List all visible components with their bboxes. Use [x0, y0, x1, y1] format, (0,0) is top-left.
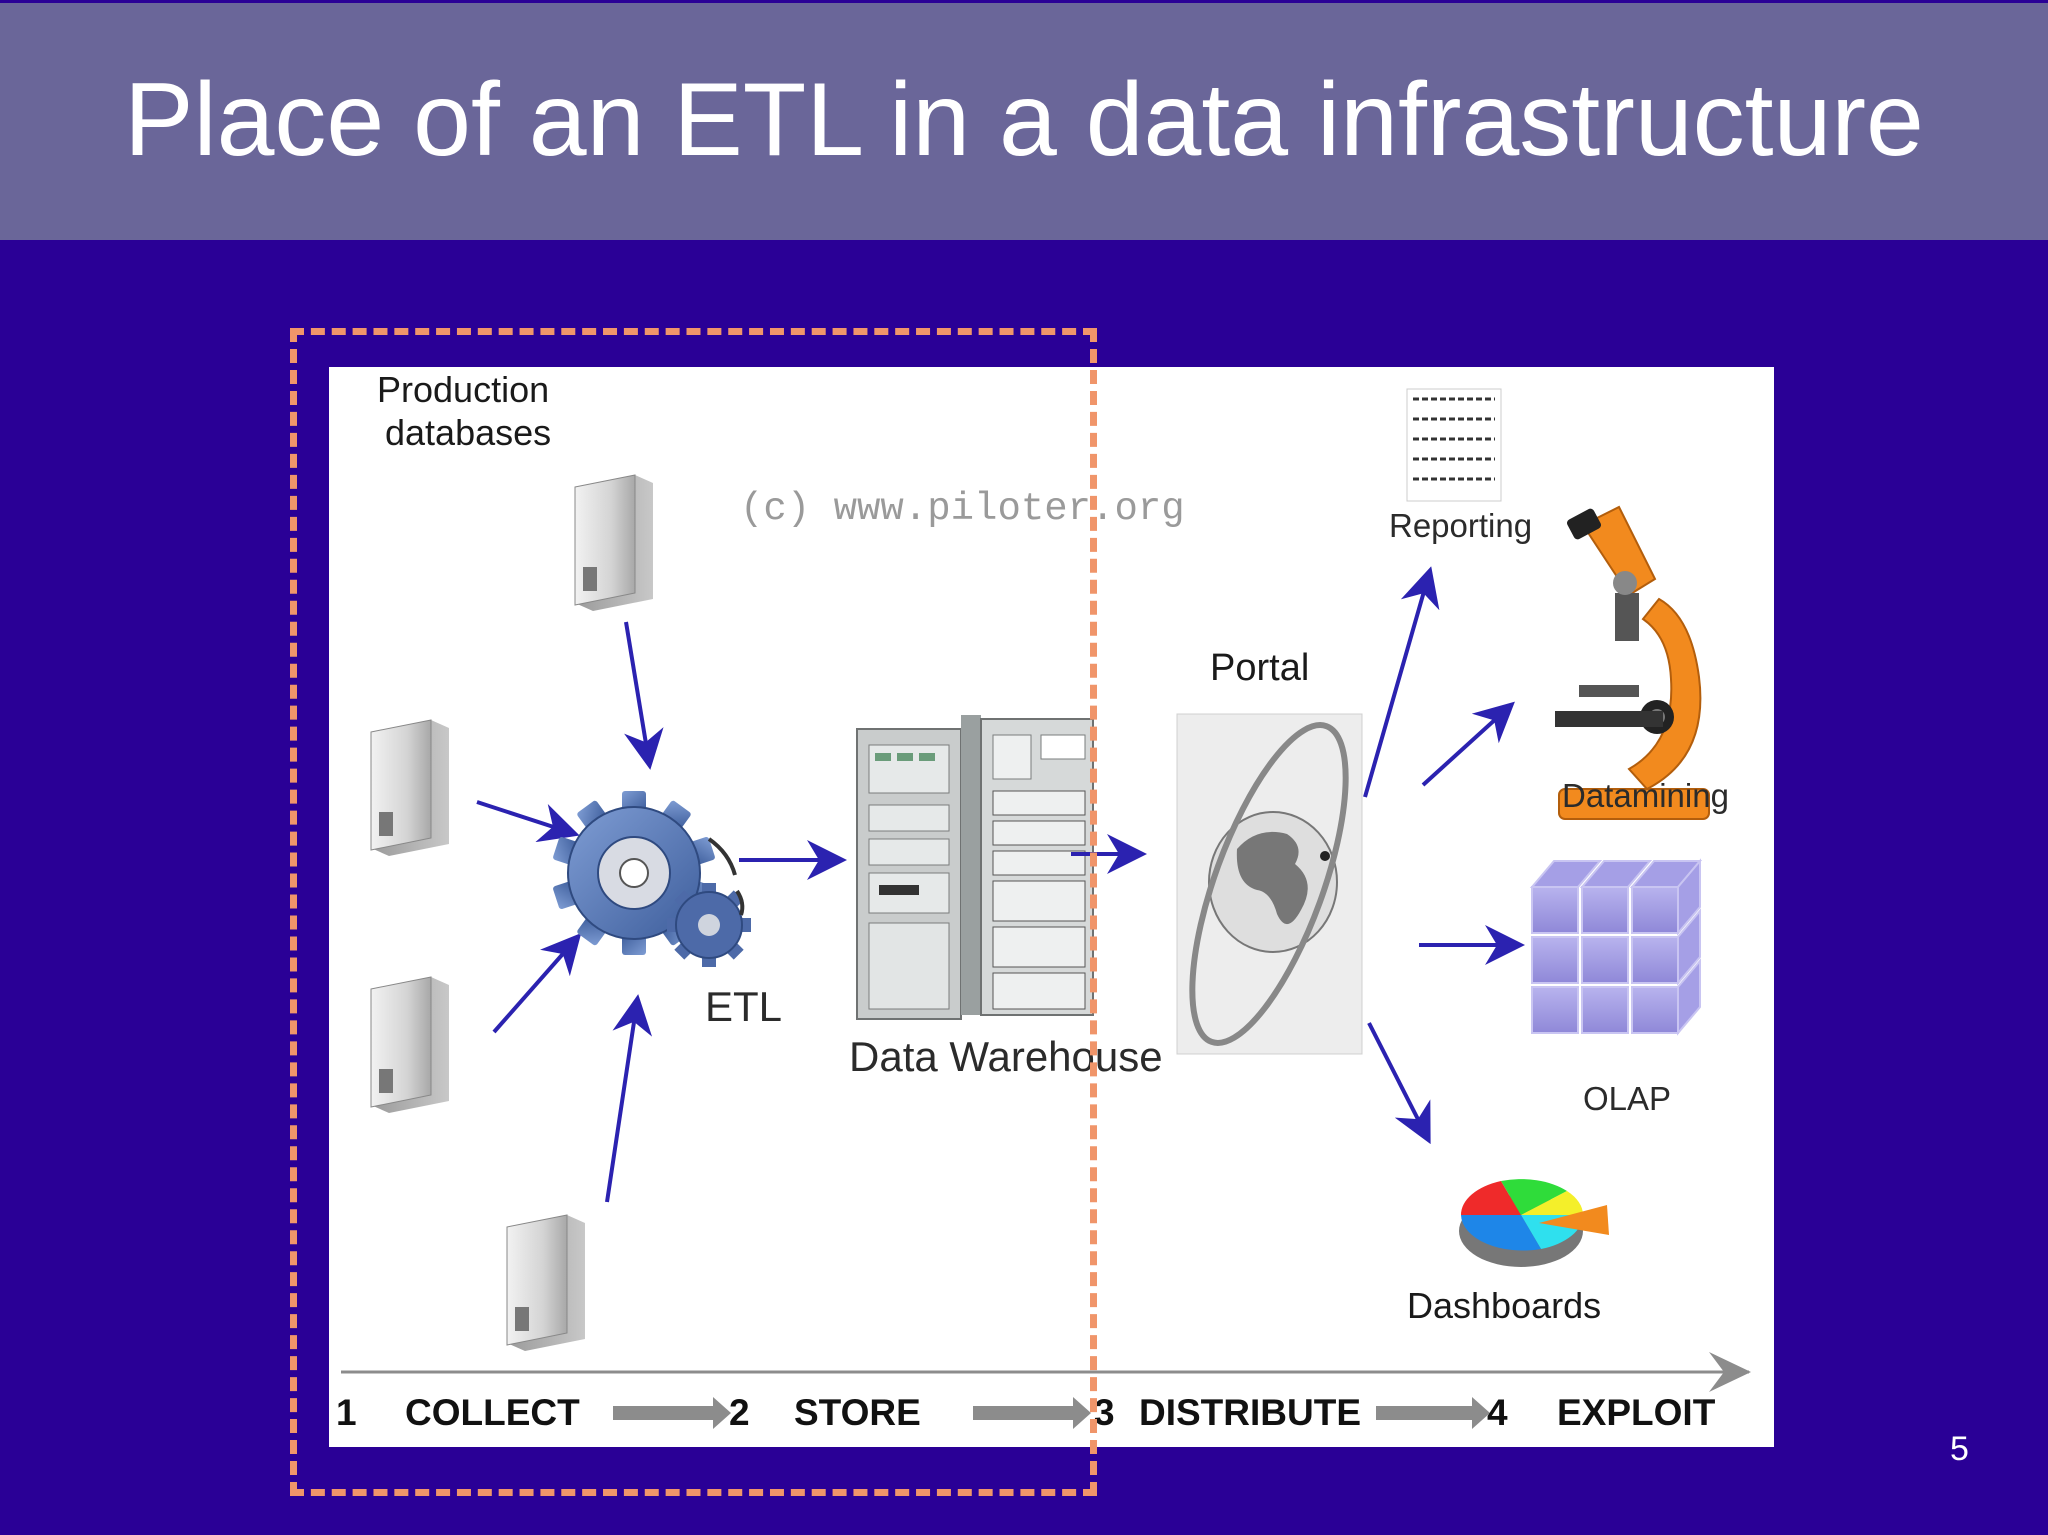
datamining-label: Datamining	[1562, 777, 1729, 814]
datamining-microscope-icon	[1555, 505, 1710, 820]
step-arrow-1-2	[613, 1397, 731, 1429]
database-server-icon-left-2	[370, 976, 449, 1113]
step-1-label: COLLECT	[405, 1392, 580, 1433]
arrow-left1-to-etl	[476, 800, 580, 843]
data-warehouse-label: Data Warehouse	[849, 1033, 1163, 1080]
watermark-text: (c) www.piloter.org	[740, 487, 1185, 531]
etl-gear-icon	[553, 791, 751, 967]
arrow-top-to-etl	[624, 621, 664, 770]
etl-scope-highlight-box	[290, 328, 1097, 1496]
step-1-number: 1	[336, 1392, 357, 1433]
etl-diagram-figure: Production databases (c) www.piloter.org…	[329, 367, 1774, 1447]
step-arrows	[613, 1397, 1490, 1429]
arrow-portal-to-dashboards	[1367, 1022, 1431, 1145]
data-warehouse-icon	[856, 715, 1094, 1020]
database-server-icon-bottom	[506, 1214, 585, 1351]
page-number: 5	[1950, 1430, 1969, 1468]
database-server-icon-top	[574, 474, 653, 611]
step-2-label: STORE	[794, 1392, 921, 1433]
portal-globe-icon	[1176, 713, 1363, 1055]
dashboards-label: Dashboards	[1407, 1285, 1602, 1326]
step-3-number: 3	[1094, 1392, 1115, 1433]
arrow-portal-to-reporting	[1363, 566, 1440, 798]
arrow-left2-to-etl	[492, 932, 582, 1034]
arrow-bottom-to-etl	[605, 994, 653, 1203]
step-2-number: 2	[729, 1392, 750, 1433]
timeline-arrowhead	[1709, 1352, 1751, 1392]
production-databases-label-line1: Production	[377, 369, 550, 410]
olap-cube-icon	[1529, 858, 1703, 1036]
step-arrow-3-4	[1376, 1397, 1490, 1429]
olap-label: OLAP	[1583, 1080, 1672, 1117]
etl-label: ETL	[705, 983, 783, 1030]
dashboards-pie-chart-icon	[1459, 1179, 1609, 1267]
step-4-label: EXPLOIT	[1557, 1392, 1716, 1433]
diagram-graphics	[341, 388, 1751, 1429]
slide-title: Place of an ETL in a data infrastructure	[124, 62, 1924, 178]
arrow-portal-to-datamining	[1421, 701, 1515, 787]
production-databases-label-line2: databases	[385, 412, 552, 453]
database-server-icon-left-1	[370, 719, 449, 856]
title-band: Place of an ETL in a data infrastructure	[0, 0, 2048, 240]
portal-label: Portal	[1210, 647, 1310, 689]
step-3-label: DISTRIBUTE	[1139, 1392, 1361, 1433]
reporting-document-icon	[1406, 388, 1502, 502]
reporting-label: Reporting	[1389, 507, 1533, 544]
production-databases-label: Production databases	[377, 368, 551, 454]
step-4-number: 4	[1487, 1392, 1508, 1433]
step-arrow-2-3	[973, 1397, 1091, 1429]
